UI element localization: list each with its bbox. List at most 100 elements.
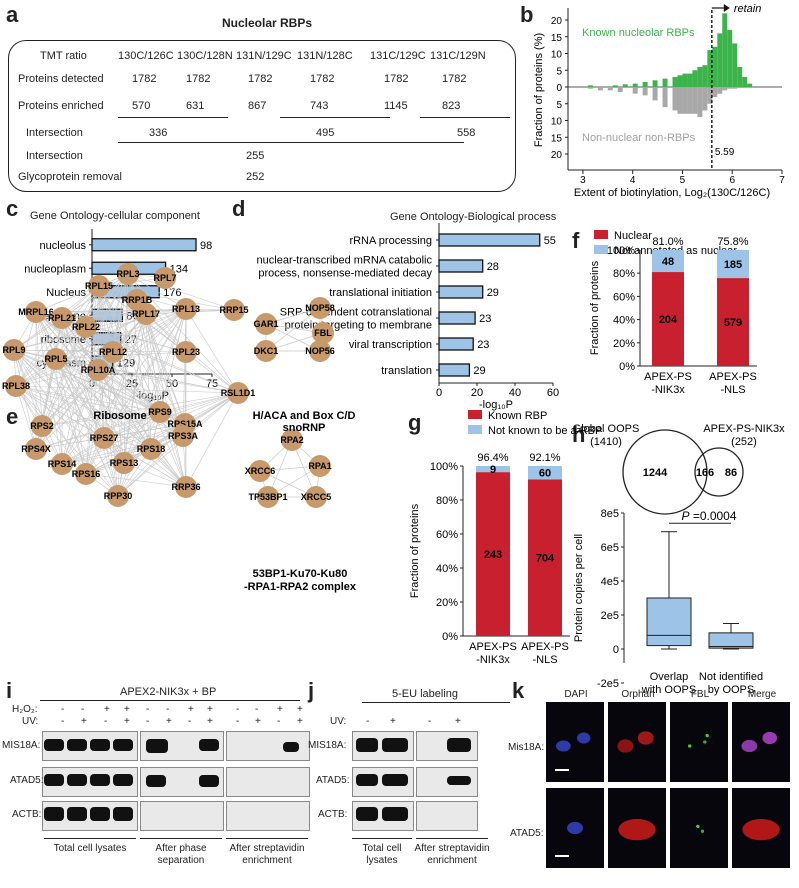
bar (438, 311, 476, 325)
network-node (107, 485, 129, 507)
legend-swatch (468, 425, 482, 434)
category-label: with OOPS (641, 684, 696, 696)
histogram-bar (612, 85, 618, 87)
y-axis-label: Fraction of proteins (589, 260, 601, 355)
network-edge (61, 423, 186, 465)
table-cell: 631 (186, 100, 205, 112)
tick-label: 5 (556, 66, 562, 77)
group-label: After streptavidin (229, 843, 305, 854)
uv-sign: + (81, 716, 87, 727)
node-label: RPL7 (153, 273, 176, 283)
y-axis-label: Fraction of proteins (%) (533, 33, 545, 147)
histogram-bar (732, 87, 738, 89)
uv-sign: - (188, 716, 192, 727)
tick-label: 4e5 (601, 576, 619, 588)
node-label: RPP30 (104, 491, 133, 501)
blot-band (67, 774, 87, 786)
network-edge (117, 411, 161, 497)
network-node (5, 375, 27, 397)
intersection-value: 336 (149, 127, 168, 139)
histogram-bar (672, 87, 678, 111)
bar-value-label: 23 (479, 313, 491, 325)
uv-sign: - (366, 716, 370, 727)
category-label: -NIK3x (651, 384, 685, 396)
group-label: enrichment (242, 855, 292, 866)
network-node (45, 348, 67, 370)
network-edge (13, 349, 87, 475)
bar-value-label: 55 (544, 235, 556, 247)
tick-label: 0% (619, 361, 635, 373)
tick-label: 80% (436, 495, 458, 507)
table-cell: 1145 (384, 100, 408, 112)
node-label: RPS9 (148, 407, 172, 417)
network-edge (85, 392, 239, 475)
blot-label-atad5: ATAD5: (10, 775, 44, 786)
panel-letter-d: d (232, 196, 246, 221)
category-label: nucleolus (40, 240, 87, 252)
network-node (249, 460, 271, 482)
network-node (227, 382, 249, 404)
network-edge (35, 311, 87, 475)
category-label: translation (381, 365, 432, 377)
tick-label: 5 (556, 100, 562, 111)
microscopy-column-label: DAPI (564, 689, 588, 700)
network-edge (98, 285, 114, 353)
category-label: SRP-dependent cotranslational (280, 307, 432, 319)
node-label: RPL38 (2, 381, 30, 391)
blot-band (90, 807, 110, 821)
top-percent-label: 92.1% (529, 452, 560, 464)
network-node (309, 455, 331, 477)
network-edge (103, 435, 184, 439)
network-edge (35, 311, 152, 450)
tick-label: 80% (613, 268, 635, 280)
network-edge (61, 448, 152, 465)
tick-label: 2e5 (601, 610, 619, 622)
histogram-bar (672, 76, 678, 87)
network-edge (55, 358, 87, 475)
blot-band (67, 807, 87, 821)
panel-letter-g: g (408, 410, 422, 435)
panel-a-table (8, 40, 516, 192)
h2o2-sign: - (236, 704, 240, 715)
top-percent-label: 81.0% (652, 236, 683, 248)
network-node (175, 476, 197, 498)
blot-band (447, 776, 471, 785)
network-edge (35, 273, 129, 313)
network-edge (159, 411, 187, 488)
category-label: translational initiation (329, 287, 432, 299)
histogram-bar (732, 43, 738, 87)
blot-band (199, 739, 219, 751)
segment-count: 9 (490, 464, 496, 476)
blot-band (113, 807, 133, 821)
uv-sign: + (455, 716, 461, 727)
segment-count: 704 (536, 553, 555, 565)
network-node (172, 425, 194, 447)
network-edge (85, 411, 161, 475)
h2o2-sign: + (207, 704, 213, 715)
h2o2-sign: + (297, 704, 303, 715)
node-label: RRP1B (122, 295, 153, 305)
network-edge (127, 273, 187, 353)
uv-sign: + (255, 716, 261, 727)
column-header: 131N/128C (297, 50, 353, 62)
network-node (309, 340, 331, 362)
tick-label: 15 (551, 33, 563, 44)
segment-count: 60 (539, 468, 551, 480)
bar-value-label: 23 (477, 339, 489, 351)
x-axis-label: -log₁₀P (479, 399, 513, 411)
node-label: RPA2 (280, 435, 303, 445)
network-node (87, 359, 109, 381)
tick-label: 40% (436, 563, 458, 575)
network-edge (85, 369, 99, 475)
network-edge (61, 435, 184, 465)
network-node (31, 415, 53, 437)
venn-set-label: (252) (731, 436, 757, 448)
network-edge (98, 285, 235, 311)
blot-band (67, 739, 87, 751)
network-node (312, 322, 334, 344)
node-label: RPA1 (308, 461, 331, 471)
tick-label: 100% (607, 245, 635, 257)
blot-strip (226, 731, 310, 761)
panel-letter-h: h (572, 422, 586, 447)
network-edge (127, 273, 187, 310)
